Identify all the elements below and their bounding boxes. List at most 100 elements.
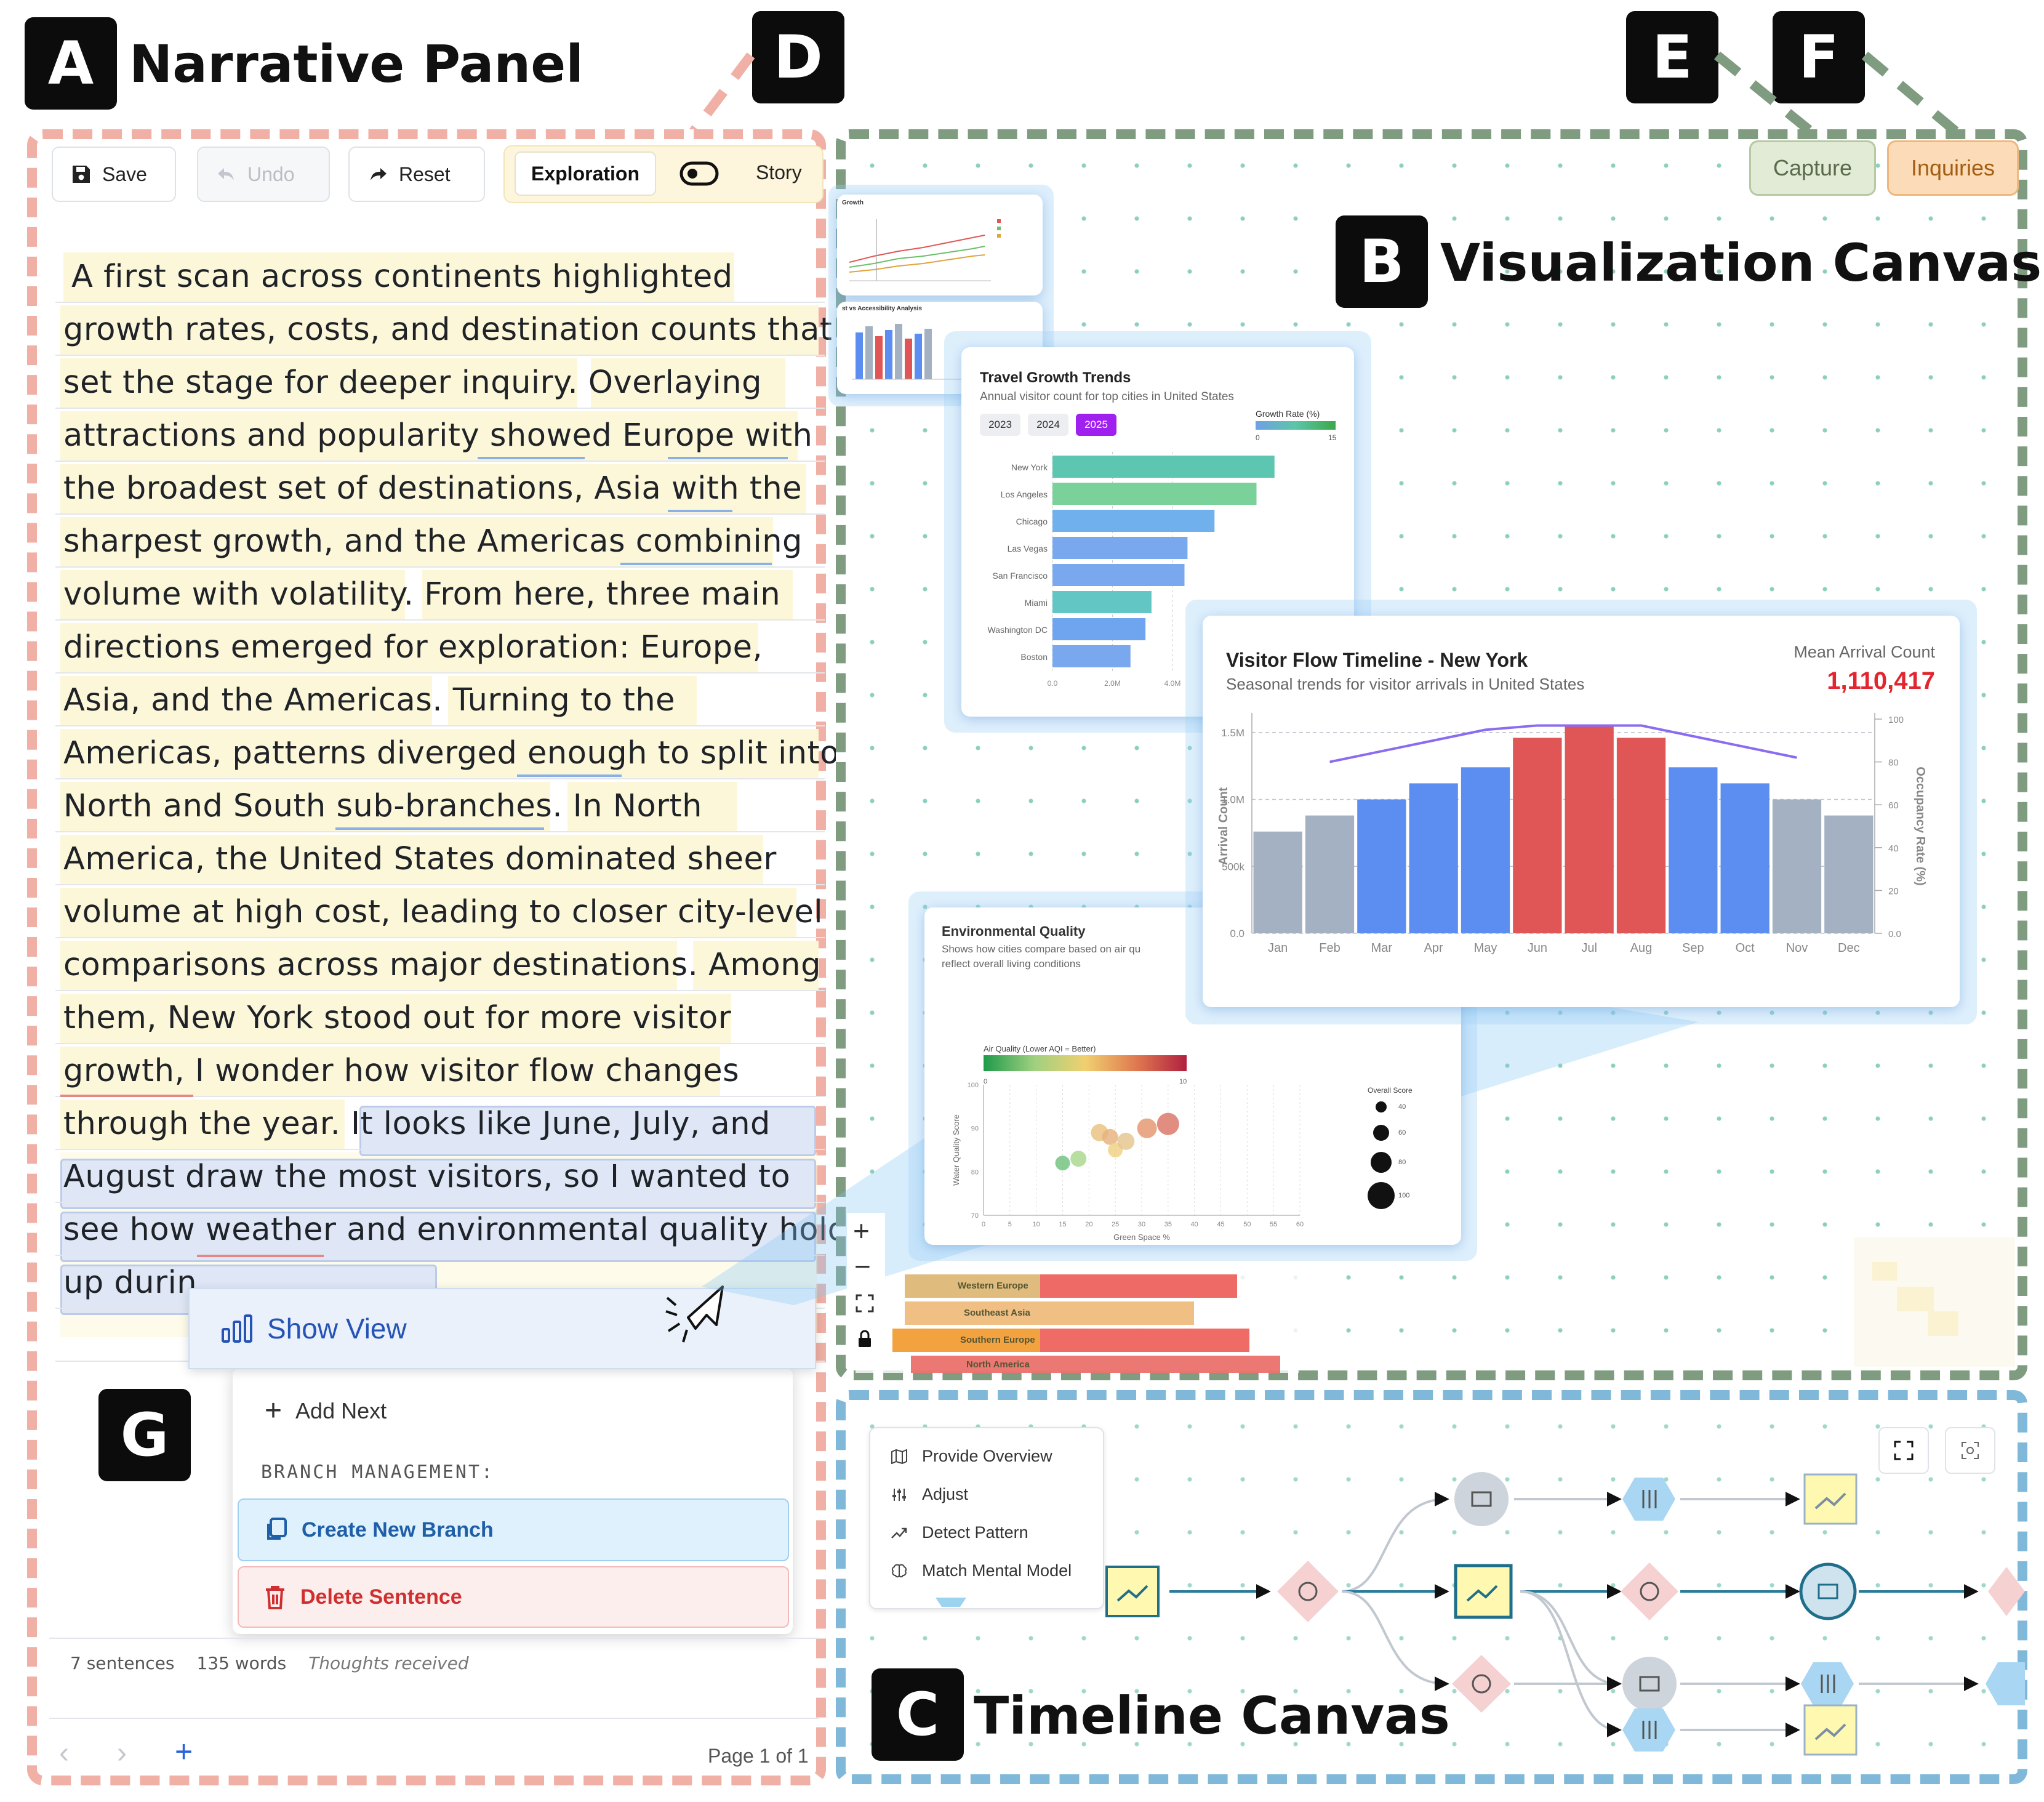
legend-item-detect: Detect Pattern [891,1523,1028,1542]
map-icon [891,1449,907,1464]
visualization-canvas-title: Visualization Canvas [1440,233,2042,293]
exploration-mode-button[interactable]: Exploration [515,151,656,196]
x-tick-label: Aug [1630,941,1653,955]
year-tab-2024[interactable]: 2024 [1028,414,1068,436]
x-tick-label: 35 [1164,1221,1172,1228]
create-branch-label: Create New Branch [302,1518,494,1542]
y2-tick-label: 60 [1888,800,1899,811]
timeline-node-map[interactable] [1454,1472,1509,1526]
legend-item-mental-model: Match Mental Model [891,1561,1072,1580]
timeline-node-brain[interactable] [1621,1563,1678,1620]
undo-button[interactable]: Undo [197,147,330,202]
label-b: B [1336,215,1428,308]
city-label: New York [1011,462,1048,472]
y2-tick-label: 80 [1888,758,1899,768]
y-tick-label: 90 [971,1125,979,1133]
delete-sentence-label: Delete Sentence [300,1585,462,1609]
timeline-node-sliders[interactable] [1622,1478,1675,1521]
zoom-out-button[interactable]: − [854,1250,871,1282]
region-label: Southern Europe [960,1335,1035,1345]
delete-sentence-button[interactable]: Delete Sentence [238,1566,789,1628]
city-label: San Francisco [993,571,1048,581]
add-next-label: Add Next [295,1398,387,1423]
toggle-switch-icon[interactable] [679,161,719,186]
next-page-button[interactable]: › [117,1737,127,1769]
story-mode-button[interactable]: Story [756,161,802,183]
region-bar-chart[interactable]: Western Europe Southeast Asia Southern E… [856,1244,1299,1373]
arrival-bar [1409,783,1458,933]
year-tab-2023[interactable]: 2023 [980,414,1020,436]
timeline-node-brain[interactable] [1277,1561,1339,1622]
arrival-bar [1772,799,1822,933]
y-tick-label: 80 [971,1168,979,1176]
y-axis-label: Water Quality Score [952,1114,961,1186]
lock-icon[interactable] [857,1330,873,1348]
narrative-line: Asia, and the Americas. Turning to the [63,682,676,718]
timeline-node-sliders[interactable] [1801,1662,1854,1705]
mini-line-chart-card[interactable]: Growth [837,195,1043,296]
arrival-bar [1669,767,1718,933]
sentence-count: 7 sentences [70,1652,175,1673]
timeline-node-trend[interactable] [1803,1704,1858,1756]
region-label: Western Europe [958,1281,1028,1291]
add-page-button[interactable]: + [175,1734,193,1769]
arrival-bar [1616,738,1666,933]
timeline-node-brain[interactable] [1988,1567,2025,1616]
focus-target-icon [1962,1442,1979,1459]
x-tick-label: 45 [1217,1221,1224,1228]
mini-bar-chart-title: st vs Accessibility Analysis [842,305,922,312]
timeline-node-sliders[interactable] [1986,1662,2025,1705]
arrival-bar [1720,783,1769,933]
legend-label: Adjust [922,1485,969,1503]
narrative-line: attractions and popularity showed Europe… [63,417,813,454]
x-tick-label: Nov [1786,941,1808,955]
city-bar [1052,483,1257,505]
narrative-line: August draw the most visitors, so I want… [63,1159,791,1195]
timeline-node-map[interactable] [1799,1563,1857,1620]
x-tick-label: 40 [1191,1221,1198,1228]
city-bar [1052,564,1185,586]
growth-legend-max: 15 [1328,433,1337,442]
timeline-focus-button[interactable] [1945,1427,1995,1474]
timeline-node-brain[interactable] [1452,1655,1511,1713]
x-tick-label: Jul [1581,941,1597,955]
narrative-line: up durin [63,1265,198,1301]
label-a: A [25,17,117,110]
timeline-node-sliders[interactable] [1622,1708,1675,1752]
air-quality-legend-title: Air Quality (Lower AQI = Better) [984,1044,1096,1053]
add-next-item[interactable]: + Add Next [265,1396,387,1426]
save-button[interactable]: Save [52,147,176,202]
visitor-flow-subtitle: Seasonal trends for visitor arrivals in … [1226,675,1585,693]
visitor-flow-card[interactable]: Visitor Flow Timeline - New York Seasona… [1203,616,1960,1007]
occupancy-line [1329,724,1797,763]
canvas-minimap[interactable] [1854,1237,2015,1367]
reset-button[interactable]: Reset [348,147,485,202]
inquiries-button[interactable]: Inquiries [1887,140,2019,196]
visitor-flow-title: Visitor Flow Timeline - New York [1226,649,1528,671]
travel-growth-card[interactable]: Travel Growth Trends Annual visitor coun… [961,347,1354,717]
y-tick-label: 1.0M [1221,794,1244,806]
narrative-line: volume with volatility. From here, three… [63,576,781,613]
timeline-graph[interactable] [837,1391,2025,1773]
timeline-node-trend[interactable] [1105,1566,1160,1617]
city-bar [1052,618,1146,640]
capture-button[interactable]: Capture [1749,140,1876,196]
timeline-node-map[interactable] [1622,1657,1677,1711]
timeline-node-trend[interactable] [1454,1564,1513,1619]
sliders-icon [892,1488,906,1501]
zoom-in-button[interactable]: + [853,1215,870,1247]
x-tick-label: Jan [1268,941,1288,955]
narrative-line: them, New York stood out for more visito… [63,1000,732,1036]
x-tick-label: Jun [1528,941,1547,955]
timeline-fullscreen-button[interactable] [1878,1427,1929,1474]
prev-page-button[interactable]: ‹ [59,1737,69,1769]
timeline-node-trend[interactable] [1803,1473,1858,1525]
growth-legend-title: Growth Rate (%) [1256,409,1320,419]
trend-icon [891,1527,907,1539]
x-tick-label: 4.0M [1164,679,1181,688]
city-bar [1052,456,1275,478]
fit-view-icon[interactable] [856,1294,874,1313]
year-tab-2025[interactable]: 2025 [1076,414,1116,436]
plus-icon: + [265,1394,283,1427]
create-branch-button[interactable]: Create New Branch [238,1498,789,1561]
